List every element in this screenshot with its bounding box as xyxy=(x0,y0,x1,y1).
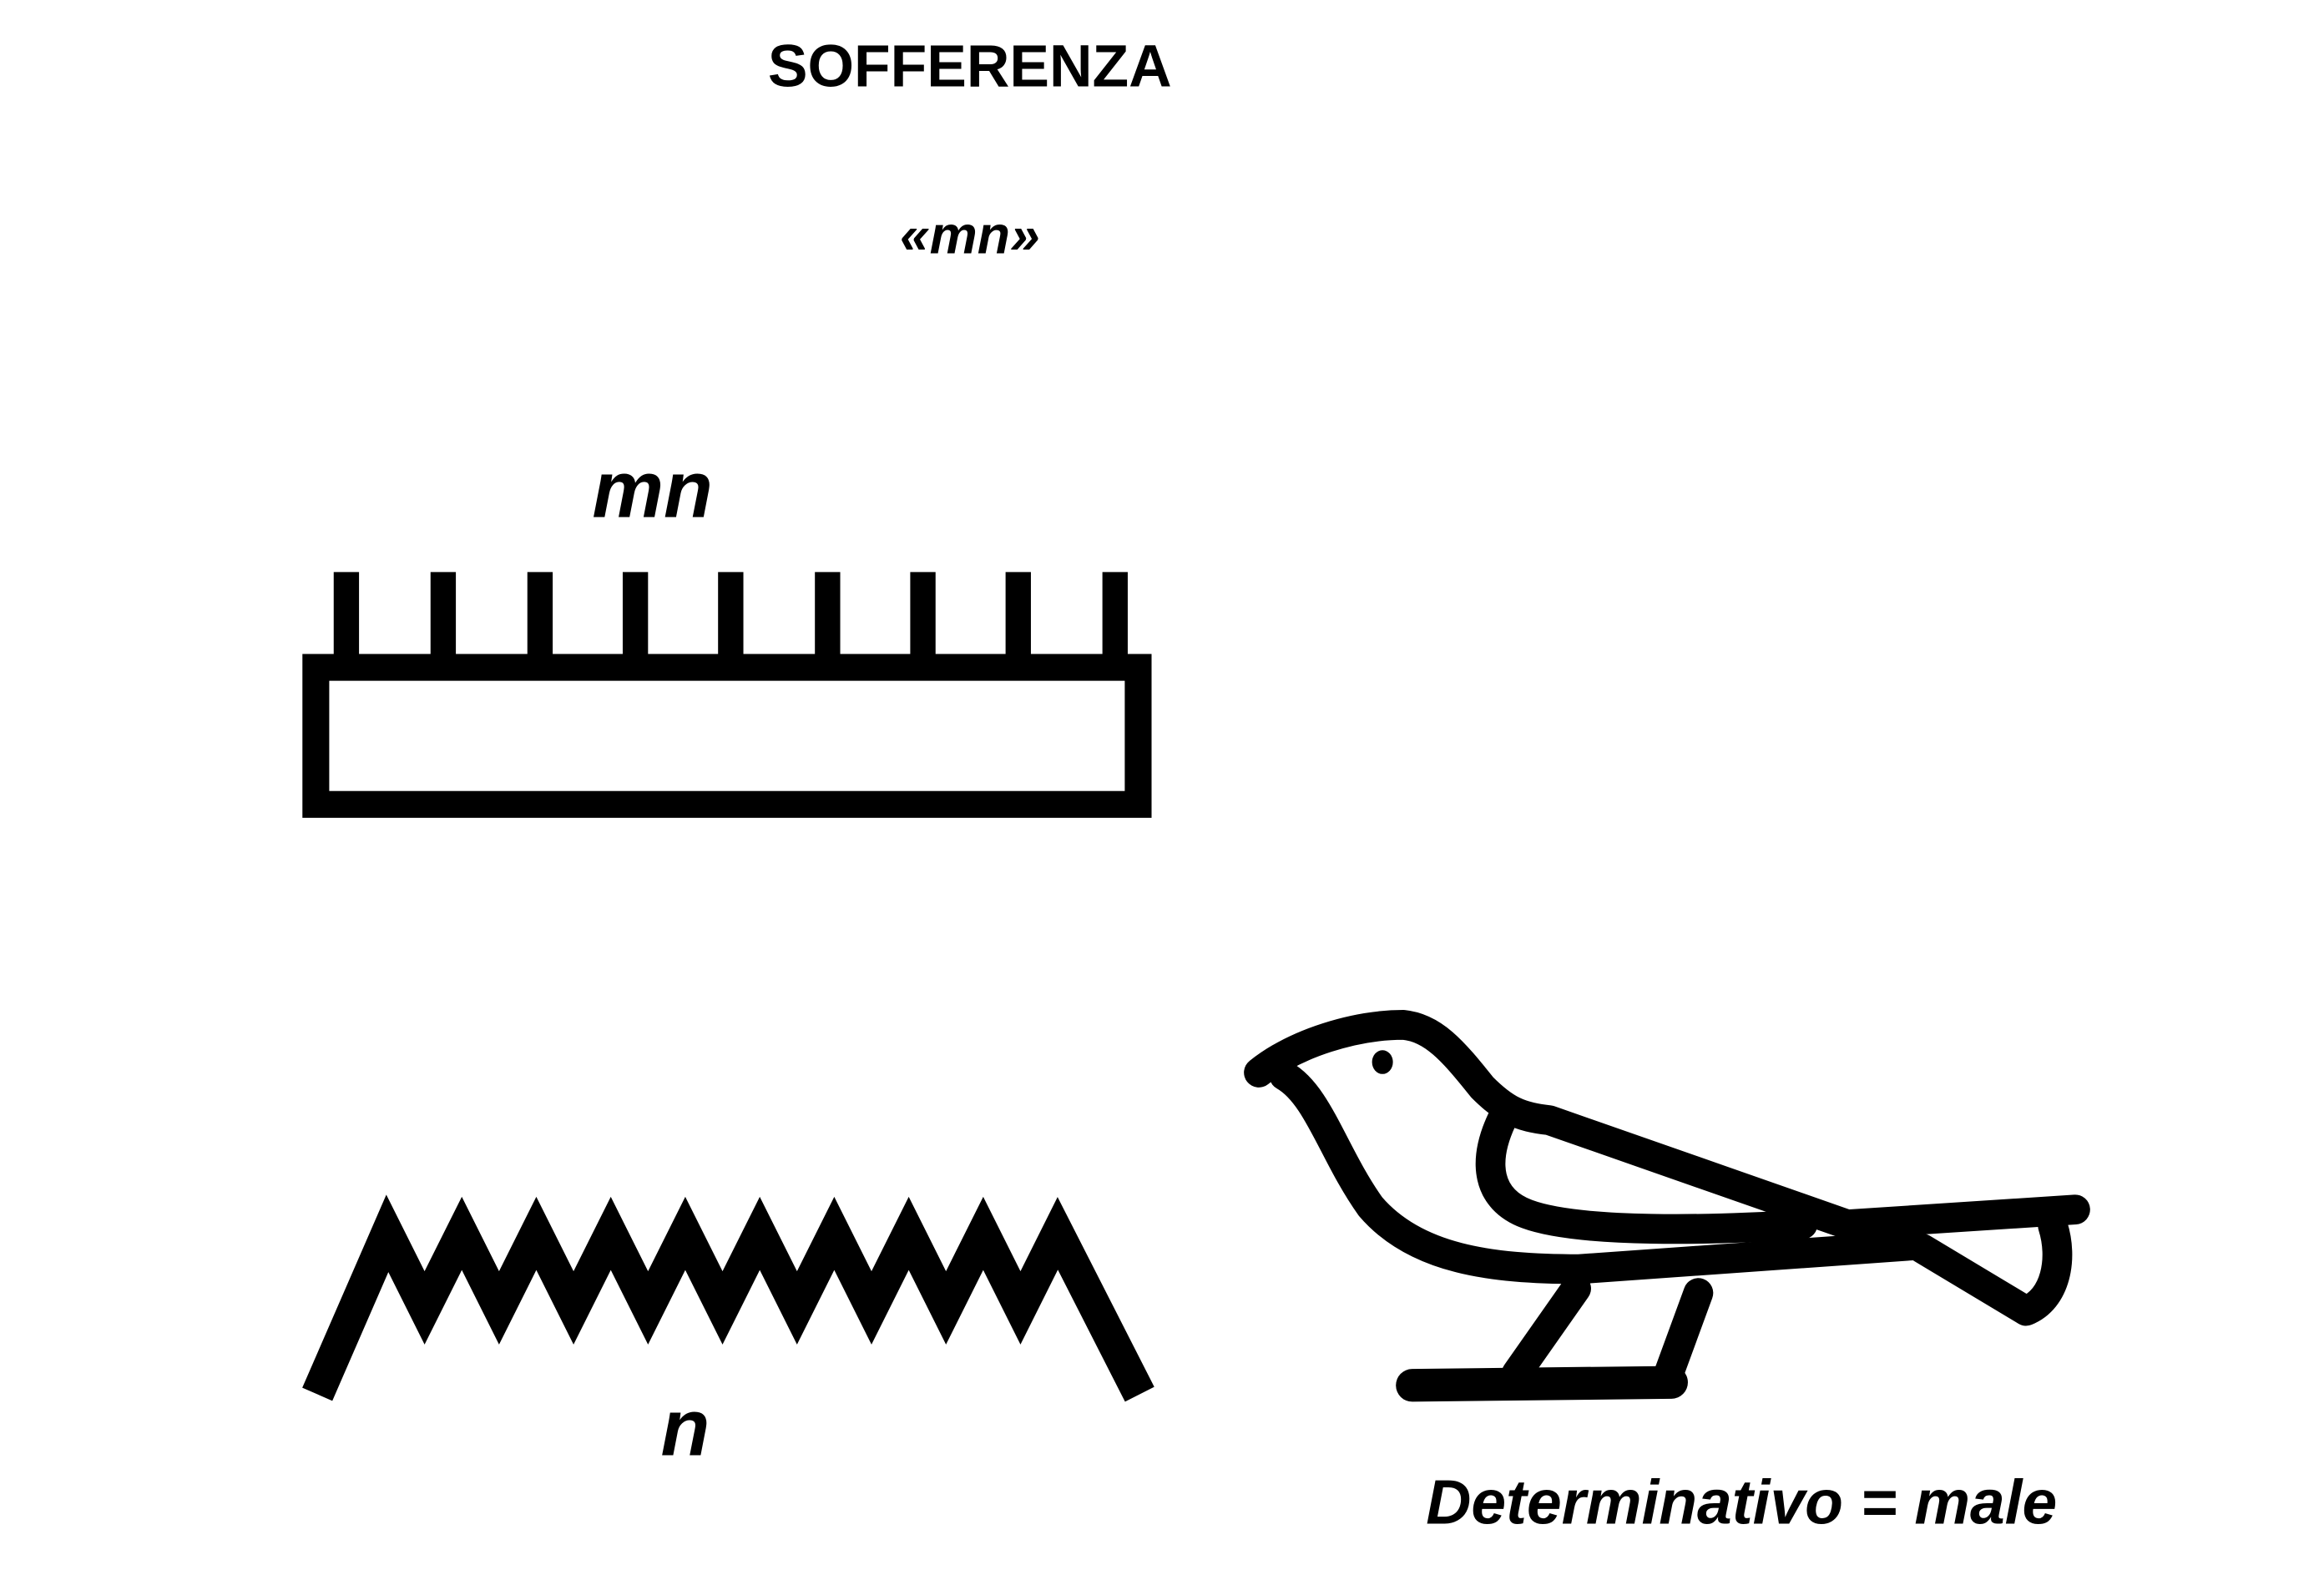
mn-gameboard-sign-icon xyxy=(302,572,1152,818)
mn-sign-label: mn xyxy=(592,445,713,534)
page-title: SOFFERENZA xyxy=(768,33,1172,100)
n-sign-label: n xyxy=(660,1384,710,1473)
determinative-label: Determinativo = male xyxy=(1426,1467,2057,1537)
n-water-sign-icon xyxy=(302,1194,1154,1402)
sparrow-determinative-icon xyxy=(1244,1010,2090,1402)
transliteration: «mn» xyxy=(900,204,1040,265)
